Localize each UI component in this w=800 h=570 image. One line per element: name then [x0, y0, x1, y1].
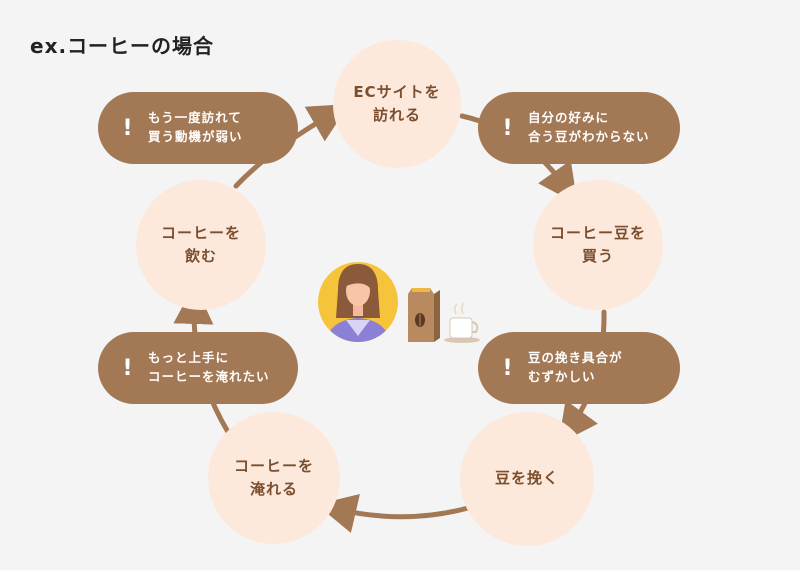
center-illustration: [318, 262, 480, 343]
exclamation-icon: !: [122, 115, 134, 141]
exclamation-icon: !: [122, 355, 134, 381]
coffee-cup-icon: [444, 302, 480, 343]
pain-point-revisit: ! もう一度訪れて買う動機が弱い: [98, 92, 298, 164]
step-brew-coffee: コーヒーを淹れる: [208, 412, 340, 544]
pain-point-brew: ! もっと上手にコーヒーを淹れたい: [98, 332, 298, 404]
exclamation-icon: !: [502, 115, 514, 141]
coffee-bag-icon: [408, 288, 440, 342]
step-grind-beans: 豆を挽く: [460, 412, 594, 546]
pain-point-preference: ! 自分の好みに合う豆がわからない: [478, 92, 680, 164]
woman-avatar-icon: [318, 262, 398, 342]
exclamation-icon: !: [502, 355, 514, 381]
arrow-grind-to-brew: [316, 494, 471, 533]
step-drink-coffee: コーヒーを飲む: [136, 180, 266, 310]
step-buy-beans: コーヒー豆を買う: [533, 180, 663, 310]
page-title: ex.コーヒーの場合: [30, 34, 215, 58]
step-visit-ec-site: ECサイトを訪れる: [333, 40, 461, 168]
pain-point-grind: ! 豆の挽き具合がむずかしい: [478, 332, 680, 404]
